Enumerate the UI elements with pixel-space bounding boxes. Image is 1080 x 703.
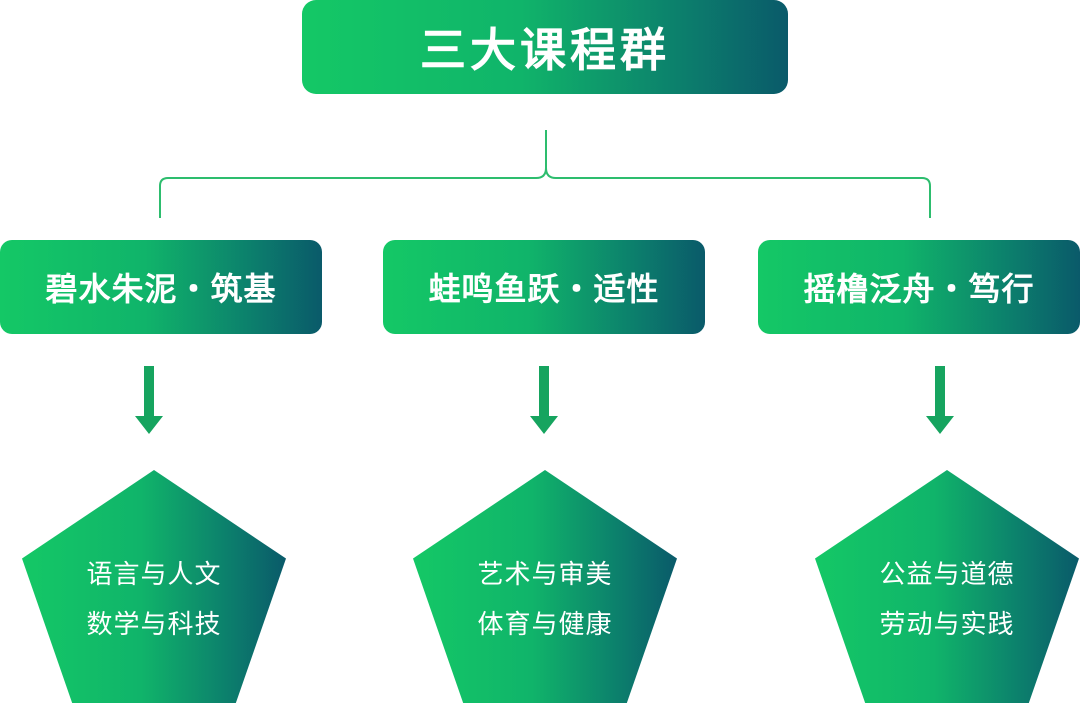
course-pentagon-1: 语言与人文 数学与科技 — [22, 470, 286, 703]
course-pentagon-3: 公益与道德 劳动与实践 — [815, 470, 1079, 703]
down-arrow-icon — [135, 366, 163, 434]
bracket-line — [159, 130, 931, 218]
course-groups-title-box: 三大课程群 — [302, 0, 788, 94]
course-list-1: 语言与人文 数学与科技 — [22, 550, 286, 650]
group-box-2: 蛙鸣鱼跃・适性 — [383, 240, 705, 334]
course-item: 劳动与实践 — [879, 610, 1015, 640]
course-item: 公益与道德 — [879, 560, 1015, 590]
course-pentagon-2: 艺术与审美 体育与健康 — [413, 470, 677, 703]
course-list-3: 公益与道德 劳动与实践 — [815, 550, 1079, 650]
group-label-3: 摇橹泛舟・笃行 — [803, 270, 1035, 308]
course-item: 体育与健康 — [477, 610, 613, 640]
page-title: 三大课程群 — [420, 23, 670, 77]
down-arrow-icon — [926, 366, 954, 434]
course-item: 艺术与审美 — [477, 560, 613, 590]
group-label-2: 蛙鸣鱼跃・适性 — [428, 270, 660, 308]
group-label-1: 碧水朱泥・筑基 — [45, 270, 277, 308]
course-item: 数学与科技 — [86, 610, 222, 640]
course-list-2: 艺术与审美 体育与健康 — [413, 550, 677, 650]
course-item: 语言与人文 — [86, 560, 222, 590]
group-box-3: 摇橹泛舟・笃行 — [758, 240, 1080, 334]
group-box-1: 碧水朱泥・筑基 — [0, 240, 322, 334]
down-arrow-icon — [530, 366, 558, 434]
